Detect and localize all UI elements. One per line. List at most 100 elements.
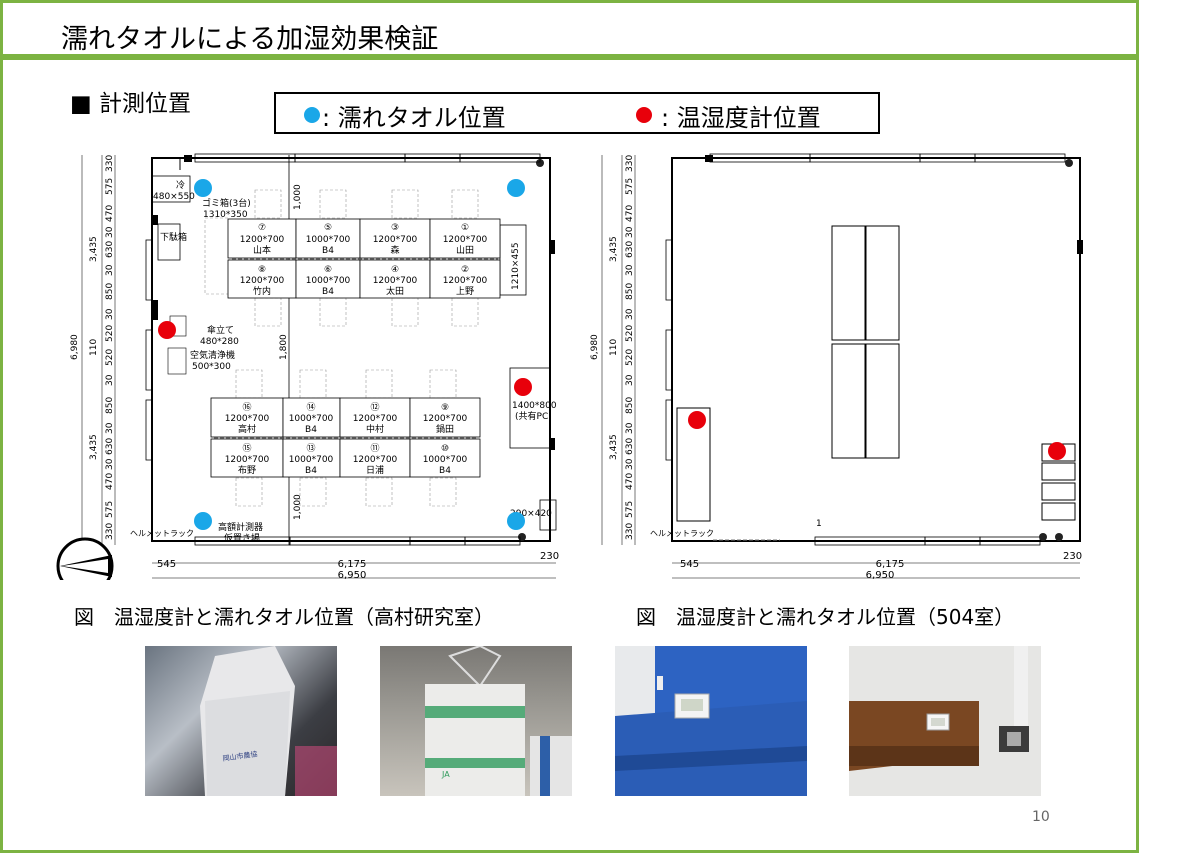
dim: 630 [105,438,115,455]
umbrella-label: 傘立て [207,324,234,336]
desk-name: 日浦 [366,464,384,476]
desk-num: ⑭ [306,402,315,413]
dims-left: 330 575 470 3,435 30 630 30 850 30 520 6… [70,155,115,540]
desk-num: ② [461,265,469,275]
desk-num: ⑤ [324,223,332,233]
section-label: ■ 計測位置 [70,91,192,117]
meter-marker [688,411,706,429]
meter-marker [514,378,532,396]
shared-pc-label: (共有PC) [515,410,552,422]
corner-size-label: 290×420 [510,509,552,519]
dim: 30 [625,422,635,434]
umbrella-size-label: 480*280 [200,337,239,347]
fridge-label: 冷 [176,179,185,191]
photo-meter-on-desk [849,646,1041,796]
desk-num: ⑦ [258,223,266,233]
meter-legend-label: : 温湿度計位置 [661,104,821,132]
meter-marker [158,321,176,339]
desk-name: 山本 [253,244,271,256]
dim: 575 [625,501,635,518]
desk-num: ⑬ [306,443,315,454]
dim: 630 [625,241,635,258]
desk-num: ① [461,223,469,233]
dim: 3,435 [609,236,619,262]
towel-marker [194,179,212,197]
desk-size: 1200*700 [353,455,398,465]
caption-left: 図 温湿度計と濡れタオル位置（高村研究室） [74,605,494,629]
desk-num: ⑨ [441,403,449,413]
desk-size: 1200*700 [225,455,270,465]
purifier-size-label: 500*300 [192,362,231,372]
towel-marker [194,512,212,530]
towel-marker [507,512,525,530]
dim: 575 [625,178,635,195]
dim: 470 [105,205,115,222]
desk-size: 1000*700 [423,455,468,465]
dim-bottom-6950: 6,950 [338,570,367,580]
floor-plan-takamura: 冷 480×550 ゴミ箱(3台) 1310*350 下駄箱 傘立て 480*2… [56,153,559,580]
towel-legend-dot [304,107,320,123]
desk-name: 高村 [238,423,256,435]
dim-bottom-230-504: 230 [1063,551,1082,562]
dim: 470 [625,473,635,490]
desk-size: 1200*700 [240,276,285,286]
desk-size: 1000*700 [289,414,334,424]
purifier-label: 空気清浄機 [190,349,235,361]
dim: 3,435 [89,434,99,460]
desk-size: 1200*700 [443,276,488,286]
photo-hanging-towel-2: JA [380,646,572,796]
dim: 6,980 [590,334,600,360]
desk-name: B4 [305,466,317,476]
desk-num: ⑫ [370,402,379,413]
trash-label: ゴミ箱(3台) [202,197,251,209]
dim: 520 [105,325,115,342]
desk-name: 上野 [456,286,474,297]
dim: 30 [105,226,115,238]
dim: 470 [105,473,115,490]
desk-size: 1200*700 [373,235,418,245]
dim: 30 [625,264,635,276]
caption-right: 図 温湿度計と濡れタオル位置（504室） [636,605,1015,629]
desk-num: ⑮ [242,443,251,454]
dim-bottom-545: 545 [157,559,176,570]
towel-print-2: JA [441,770,450,779]
desk-num: ⑥ [324,265,332,275]
desk-size: 1200*700 [353,414,398,424]
shared-pc-size-label: 1400*800 [512,401,557,411]
desk-name: B4 [305,425,317,435]
dim: 30 [625,226,635,238]
legend-box: : 濡れタオル位置 : 温湿度計位置 [274,92,880,134]
desk-size: 1200*700 [423,414,468,424]
dim: 330 [105,523,115,540]
temp-storage-label: 仮置き場 [224,532,260,544]
dim-bottom-6950-504: 6,950 [866,570,895,580]
dim: 3,435 [89,236,99,262]
helmet-rack-label: ヘルメットラック [130,529,194,538]
dim-center-2: 1,800 [279,334,289,360]
dim: 110 [609,339,619,356]
dim-bottom-6175: 6,175 [338,559,367,570]
towel-marker [507,179,525,197]
dim: 520 [105,349,115,366]
dim: 30 [625,308,635,320]
dim: 330 [625,523,635,540]
dim-center-3: 1,000 [293,494,303,520]
desk-name: 山田 [456,245,474,256]
dim: 575 [105,501,115,518]
dim: 850 [105,283,115,300]
meter-legend-dot [636,107,652,123]
dim: 470 [625,205,635,222]
dim: 330 [105,155,115,172]
dim: 850 [105,397,115,414]
dim: 30 [625,374,635,386]
desk-num: ⑩ [441,444,449,454]
right-cabinet-label: 1210×455 [511,242,521,290]
helmet-rack-label-504: ヘルメットラック [650,529,714,538]
desk-size: 1000*700 [289,455,334,465]
dim: 520 [625,325,635,342]
page-number: 10 [1032,809,1050,825]
shoe-box-label: 下駄箱 [160,231,187,243]
dim-bottom-230: 230 [540,551,559,562]
dim: 30 [105,374,115,386]
dim: 30 [105,458,115,470]
